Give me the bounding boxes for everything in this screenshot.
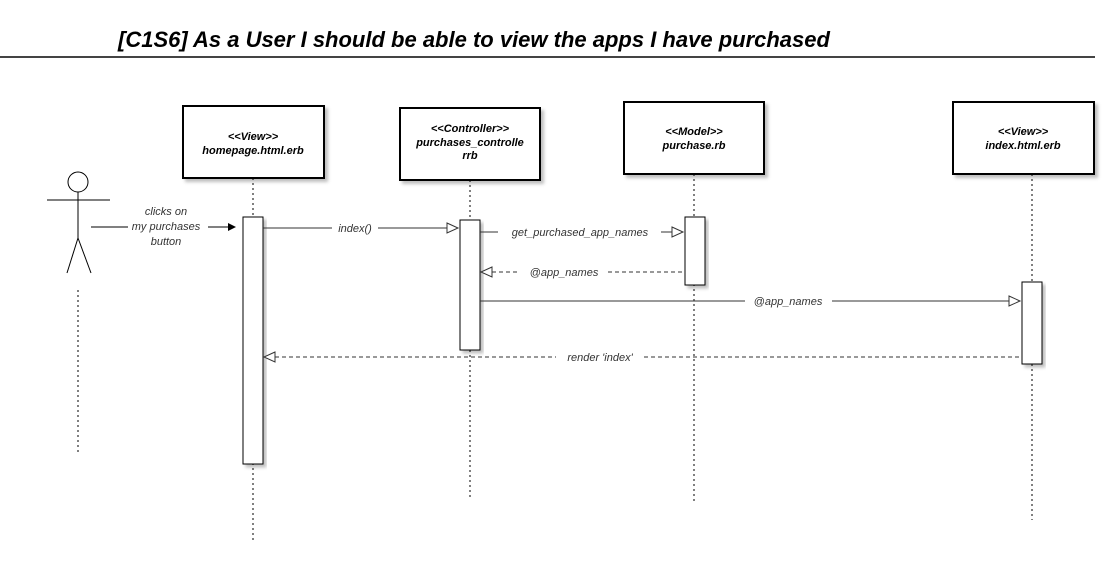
index-box	[952, 101, 1095, 175]
message-label: get_purchased_app_names	[512, 227, 649, 239]
homepage-name: homepage.html.erb	[202, 145, 304, 157]
message-get-purchased-app-names: get_purchased_app_names	[480, 226, 685, 239]
homepage-box	[182, 105, 325, 179]
lifeline-homepage: <<View>> homepage.html.erb	[182, 105, 325, 540]
user-actor-icon	[47, 171, 110, 274]
diagram-title: [C1S6] As a User I should be able to vie…	[117, 27, 831, 52]
lifeline-model: <<Model>> purchase.rb	[623, 101, 765, 502]
lifeline-index: <<View>> index.html.erb	[952, 101, 1095, 520]
index-name: index.html.erb	[985, 140, 1060, 152]
controller-name-line-1: purchases_controlle	[415, 137, 524, 149]
message-label: render 'index'	[567, 352, 633, 364]
message-app-names-to-index: @app_names	[480, 295, 1022, 308]
controller-name-line-2: rrb	[462, 150, 478, 162]
actor-label-line-1: clicks on	[145, 206, 187, 218]
message-app-names-return: @app_names	[479, 266, 685, 279]
message-render-index: render 'index'	[262, 351, 1022, 364]
index-stereotype: <<View>>	[998, 126, 1049, 138]
controller-activation-bar	[459, 219, 481, 351]
lifeline-controller: <<Controller>> purchases_controlle rrb	[399, 107, 541, 500]
homepage-stereotype: <<View>>	[228, 131, 279, 143]
index-activation-bar	[1021, 281, 1043, 365]
model-name: purchase.rb	[662, 140, 726, 152]
actor-label-line-3: button	[151, 236, 182, 248]
actor-click-message: clicks on my purchases button	[91, 206, 236, 248]
model-activation-bar	[684, 216, 706, 286]
controller-box	[399, 107, 541, 181]
model-stereotype: <<Model>>	[665, 126, 723, 138]
message-label: @app_names	[754, 296, 823, 308]
homepage-activation-bar	[242, 216, 264, 465]
message-label: @app_names	[530, 267, 599, 279]
controller-stereotype: <<Controller>>	[431, 123, 510, 135]
model-box	[623, 101, 765, 175]
message-label: index()	[338, 223, 372, 235]
actor-label-line-2: my purchases	[132, 221, 201, 233]
message-index-call: index()	[263, 222, 460, 235]
